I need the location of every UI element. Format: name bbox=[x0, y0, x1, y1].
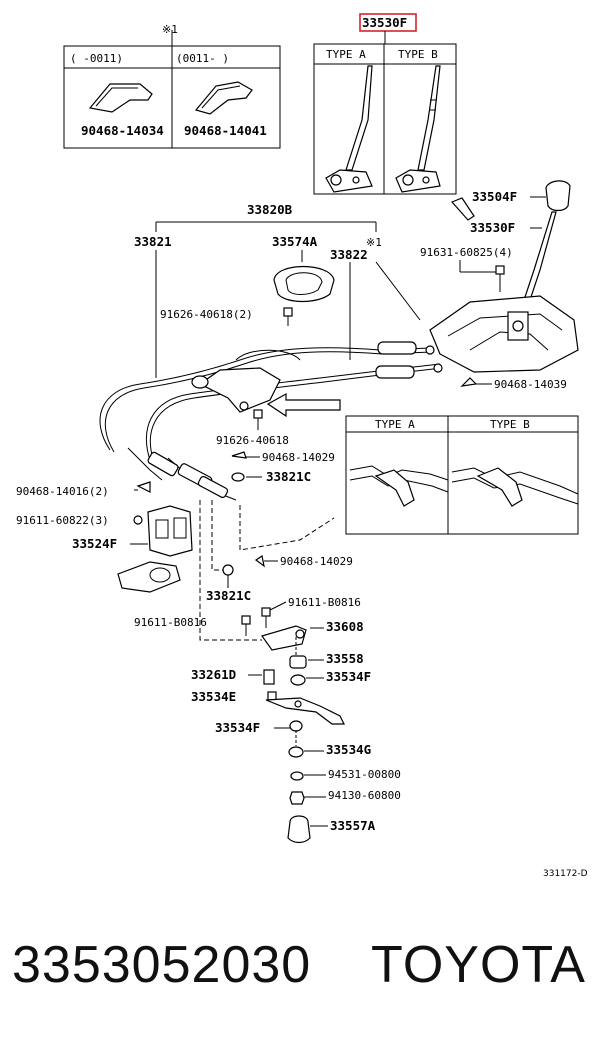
label-90468-14029-upper: 90468-14029 bbox=[262, 451, 335, 464]
label-33534F-lower: 33534F bbox=[215, 720, 260, 735]
type-b-header: TYPE B bbox=[398, 48, 438, 61]
range-right: (0011- ) bbox=[176, 52, 229, 65]
linkage-stack: 91611-B0816 91611-B0816 33608 33558 3326… bbox=[134, 596, 401, 844]
cable-labels: 33820B 33821 33574A ※1 33822 bbox=[134, 202, 421, 378]
label-33504F: 33504F bbox=[472, 189, 517, 204]
label-90468-14029-lower: 90468-14029 bbox=[280, 555, 353, 568]
label-90468-14016-2: 90468-14016(2) bbox=[16, 485, 109, 498]
washer-33534G bbox=[288, 746, 304, 758]
shift-lever bbox=[523, 211, 557, 301]
part-number: 3353052030 bbox=[12, 936, 312, 994]
label-91611-B0816-left: 91611-B0816 bbox=[134, 616, 207, 629]
label-33820B: 33820B bbox=[247, 202, 293, 217]
parts-diagram: ※1 ( -0011) (0011- ) 90468-14034 90468-1… bbox=[16, 13, 588, 879]
shift-assembly: 33504F 33530F 91631-60825(4) 90468-14039 bbox=[420, 180, 579, 391]
lever-33608 bbox=[261, 625, 307, 651]
lever-type-b bbox=[417, 65, 441, 171]
label-94531-00800: 94531-00800 bbox=[328, 768, 401, 781]
note-marker-left: ※1 bbox=[162, 23, 178, 36]
type-a2-header: TYPE A bbox=[375, 418, 415, 431]
clip-drawing-left bbox=[88, 83, 153, 113]
shift-knob bbox=[545, 180, 571, 212]
bracket-33524F bbox=[147, 505, 193, 557]
highlight-box bbox=[359, 13, 417, 32]
label-33574A: 33574A bbox=[272, 234, 318, 249]
washer-94531 bbox=[290, 771, 304, 781]
label-90468-14034: 90468-14034 bbox=[81, 123, 164, 138]
label-91611-60822-3: 91611-60822(3) bbox=[16, 514, 109, 527]
label-33530F-highlighted: 33530F bbox=[362, 15, 407, 30]
label-91626-40618-2: 91626-40618(2) bbox=[160, 308, 253, 321]
bushing-33558 bbox=[289, 655, 307, 669]
label-33530F: 33530F bbox=[470, 220, 515, 235]
lever-type-a bbox=[345, 65, 373, 171]
collar-33261D bbox=[263, 669, 275, 685]
nut-94130 bbox=[289, 791, 305, 805]
lever-33534E bbox=[265, 697, 345, 725]
label-33524F: 33524F bbox=[72, 536, 117, 551]
diagram-code: 331172-D bbox=[543, 869, 588, 879]
label-33822: 33822 bbox=[330, 247, 368, 262]
clip-variant-inset: ※1 ( -0011) (0011- ) 90468-14034 90468-1… bbox=[63, 23, 281, 149]
cable-bracket bbox=[198, 367, 281, 413]
arrow-indicator bbox=[266, 392, 341, 418]
label-33557A: 33557A bbox=[330, 818, 376, 833]
label-33821C-upper: 33821C bbox=[266, 469, 311, 484]
label-90468-14039: 90468-14039 bbox=[494, 378, 567, 391]
cable-end-type-a bbox=[374, 469, 415, 507]
brand-name: TOYOTA bbox=[371, 936, 586, 994]
transmission-stub bbox=[117, 561, 181, 593]
grommet-33574A bbox=[273, 265, 335, 303]
label-94130-60800: 94130-60800 bbox=[328, 789, 401, 802]
label-33821: 33821 bbox=[134, 234, 172, 249]
label-91611-B0816-right: 91611-B0816 bbox=[288, 596, 361, 609]
label-33534G: 33534G bbox=[326, 742, 371, 757]
shift-lever-type-inset: 33530F TYPE A TYPE B bbox=[313, 13, 457, 195]
label-33534E: 33534E bbox=[191, 689, 236, 704]
cable-end-type-b bbox=[476, 467, 523, 507]
cable-end-type-inset: TYPE A TYPE B bbox=[345, 415, 579, 535]
type-a-header: TYPE A bbox=[326, 48, 366, 61]
label-91631: 91631-60825(4) bbox=[420, 246, 513, 259]
label-33534F-upper: 33534F bbox=[326, 669, 371, 684]
shift-cables bbox=[99, 341, 443, 501]
type-b2-header: TYPE B bbox=[490, 418, 530, 431]
range-left: ( -0011) bbox=[70, 52, 123, 65]
label-90468-14041: 90468-14041 bbox=[184, 123, 267, 138]
footer: 3353052030 TOYOTA bbox=[0, 935, 600, 1015]
note-marker-right: ※1 bbox=[366, 236, 382, 249]
label-91626-40618: 91626-40618 bbox=[216, 434, 289, 447]
bushing-33557A bbox=[287, 815, 311, 844]
label-33821C-lower: 33821C bbox=[206, 588, 251, 603]
clip-drawing-right bbox=[194, 81, 253, 115]
label-33261D: 33261D bbox=[191, 667, 236, 682]
label-33608: 33608 bbox=[326, 619, 364, 634]
label-33558: 33558 bbox=[326, 651, 364, 666]
